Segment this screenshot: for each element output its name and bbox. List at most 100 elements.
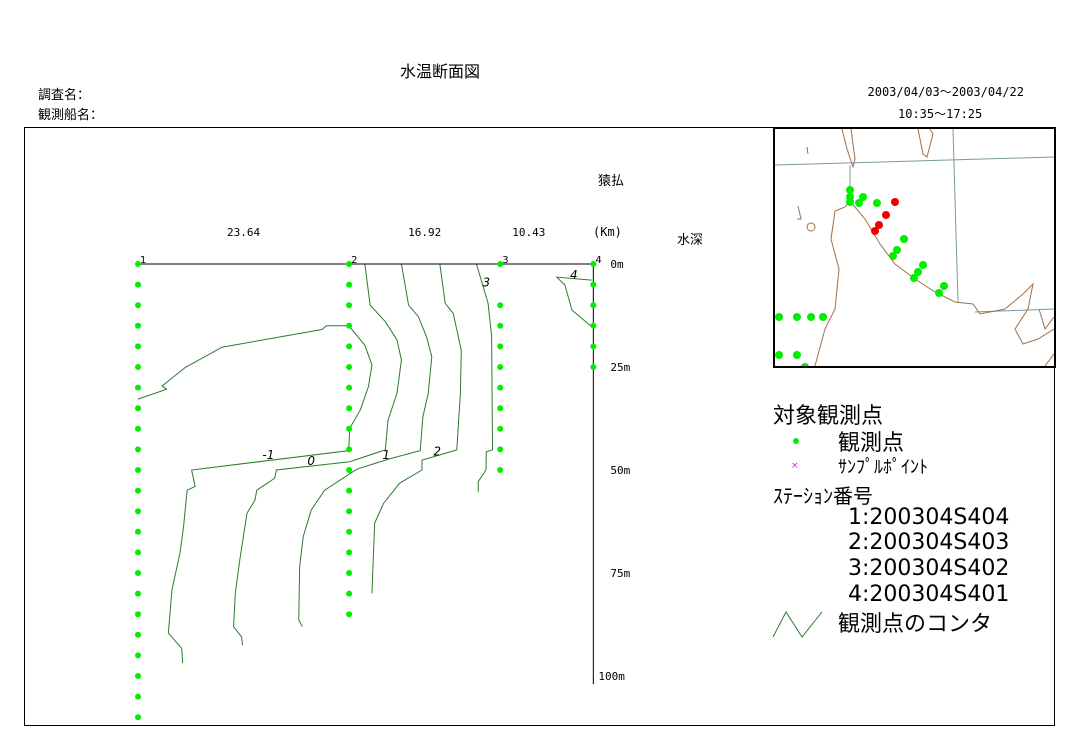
depth-tick-label: 75m <box>610 567 630 580</box>
segment-distance-label: 23.64 <box>227 226 260 239</box>
chart-frame <box>24 127 1055 726</box>
date-range: 2003/04/03～2003/04/22 <box>867 85 1025 99</box>
segment-distance-label: 10.43 <box>512 226 545 239</box>
contour-line <box>555 276 592 328</box>
segment-distance-label: 16.92 <box>408 226 441 239</box>
contour-level-label: 3 <box>482 276 490 290</box>
contour-line-icon <box>772 611 823 638</box>
observation-point <box>135 364 141 370</box>
observation-point <box>497 261 504 267</box>
observation-point <box>346 549 353 556</box>
observation-point <box>346 281 353 288</box>
contour-level-label: 0 <box>307 454 315 468</box>
observation-point <box>346 364 353 370</box>
observation-point <box>135 673 141 679</box>
distance-unit: (Km) <box>593 225 622 239</box>
observation-point <box>135 487 141 494</box>
observation-point <box>590 364 597 370</box>
observation-point <box>590 322 597 329</box>
observation-point <box>135 611 141 618</box>
observation-point <box>135 631 141 638</box>
legend-station-1: 1:200304S404 <box>848 505 1010 530</box>
page-title: 水温断面図 <box>400 62 481 81</box>
observation-point <box>590 343 597 350</box>
observation-point <box>497 322 504 329</box>
station-number-label: 1 <box>140 255 146 266</box>
observation-point <box>135 281 141 288</box>
map-station-dots <box>775 186 948 371</box>
observation-point <box>346 322 353 329</box>
observation-point <box>497 343 504 350</box>
observation-point <box>135 322 141 329</box>
station-number-label: 3 <box>502 255 508 266</box>
observation-point <box>346 384 353 391</box>
observation-point <box>346 590 353 597</box>
contour-line <box>137 325 373 664</box>
observation-point <box>135 405 141 412</box>
observation-point <box>346 611 353 618</box>
depth-tick-label: 25m <box>610 361 630 374</box>
observation-point <box>346 570 353 576</box>
legend-sample-point: ｻﾝﾌﾟﾙﾎﾟｲﾝﾄ <box>838 457 928 478</box>
observation-point <box>135 508 141 515</box>
observation-point <box>346 261 353 267</box>
legend-station-2: 2:200304S403 <box>848 530 1010 555</box>
observation-point <box>135 549 141 556</box>
observation-point <box>346 302 353 309</box>
legend-observation-point: 観測点 <box>838 431 905 456</box>
observation-point <box>497 384 504 391</box>
observation-point <box>135 528 141 535</box>
observation-point <box>346 467 353 473</box>
contour-line <box>233 263 402 646</box>
observation-point <box>135 343 141 350</box>
map-image <box>774 128 1055 371</box>
station-number-label: 4 <box>595 255 601 266</box>
observation-point <box>590 302 597 309</box>
contour-level-label: 2 <box>433 445 441 459</box>
observation-point <box>497 467 504 473</box>
observation-point <box>346 425 353 432</box>
survey-name-label: 調査名： <box>38 88 91 103</box>
observation-point <box>497 302 504 309</box>
legend-contour: 観測点のコンタ <box>838 612 993 637</box>
observation-point <box>135 467 141 473</box>
time-range: 10:35～17:25 <box>898 107 983 121</box>
contour-line <box>475 263 494 492</box>
depth-axis-title: 水深 <box>677 233 704 248</box>
observation-point <box>135 302 141 309</box>
station-number-label: 2 <box>351 255 357 266</box>
observation-point <box>346 487 353 494</box>
observation-point <box>135 570 141 576</box>
observation-point <box>497 446 504 453</box>
observation-point <box>135 425 141 432</box>
observation-point <box>346 405 353 412</box>
observation-point <box>497 364 504 370</box>
legend-title: 対象観測点 <box>773 404 884 429</box>
legend-station-4: 4:200304S401 <box>848 582 1010 607</box>
observation-point <box>590 281 597 288</box>
contour-level-label: 1 <box>382 448 390 462</box>
observation-point <box>135 652 141 659</box>
observation-point <box>135 714 141 721</box>
observation-point <box>346 508 353 515</box>
observation-point <box>590 261 597 267</box>
observation-point <box>135 261 141 267</box>
contour-level-label: -1 <box>262 448 274 462</box>
observation-point <box>497 405 504 412</box>
depth-tick-label: 0m <box>610 258 624 271</box>
depth-tick-label: 100m <box>598 670 625 683</box>
observation-point <box>135 384 141 391</box>
legend-station-number-title: ｽﾃｰｼｮﾝ番号 <box>773 484 873 508</box>
sample-point-icon: × <box>791 461 799 471</box>
observation-point <box>346 528 353 535</box>
observation-point <box>135 590 141 597</box>
observation-point <box>346 446 353 453</box>
observation-point-icon <box>793 438 799 444</box>
vessel-name-label: 観測船名： <box>38 108 104 123</box>
legend-station-3: 3:200304S402 <box>848 556 1010 581</box>
map-selected-stations <box>871 198 899 235</box>
observation-point <box>135 446 141 453</box>
location-map <box>773 127 1056 371</box>
contour-level-label: 4 <box>570 268 578 282</box>
